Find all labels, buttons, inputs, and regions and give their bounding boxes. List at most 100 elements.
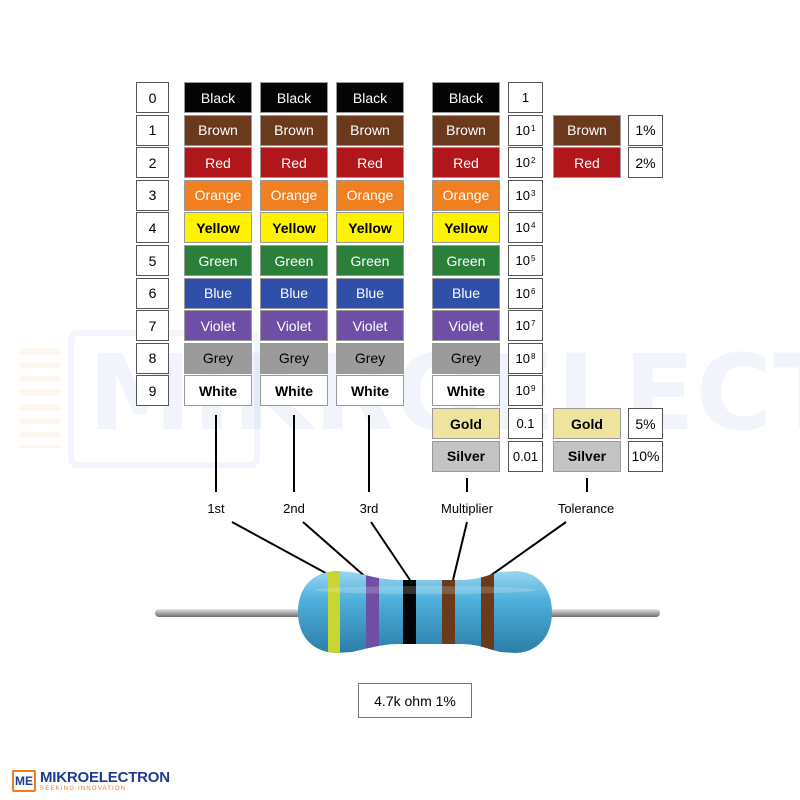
third-band-white: White [336, 375, 404, 407]
body-highlight [315, 586, 535, 594]
multiplier-band-silver: Silver [432, 440, 500, 472]
third-band-black: Black [336, 82, 404, 113]
logo-mark: ME [12, 770, 36, 792]
multiplier-band-violet: Violet [432, 310, 500, 342]
second-band-black: Black [260, 82, 328, 113]
label-2nd: 2nd [283, 501, 305, 516]
logo-tagline: SEEKING INNOVATION [40, 786, 127, 792]
resistor [155, 571, 660, 653]
multiplier-exponent: 7 [531, 319, 536, 329]
second-band-white: White [260, 375, 328, 407]
multiplier-band-brown: Brown [432, 114, 500, 146]
multiplier-exponent: 6 [531, 286, 536, 296]
second-band-orange: Orange [260, 179, 328, 211]
multiplier-band-black: Black [432, 82, 500, 113]
third-band-yellow: Yellow [336, 212, 404, 244]
multiplier-value: 0.1 [508, 408, 543, 439]
second-band-grey: Grey [260, 342, 328, 374]
multiplier-base: 10 [515, 318, 530, 334]
multiplier-base: 10 [515, 350, 530, 366]
logo-name: MIKROELECTRON [40, 769, 170, 786]
multiplier-base: 10 [515, 285, 530, 301]
first-band-blue: Blue [184, 277, 252, 309]
multiplier-color-band [442, 571, 455, 653]
multiplier-exponent: 9 [531, 384, 536, 394]
multiplier-band-blue: Blue [432, 277, 500, 309]
multiplier-exponent: 1 [531, 123, 536, 133]
multiplier-base: 0.01 [512, 448, 539, 464]
tolerance-band-silver: Silver [553, 440, 621, 472]
digit-cell: 1 [136, 114, 169, 146]
third-band-orange: Orange [336, 179, 404, 211]
right-lead [545, 609, 660, 617]
result-value-box: 4.7k ohm 1% [358, 683, 472, 718]
digit-cell: 8 [136, 342, 169, 374]
second-band-red: Red [260, 147, 328, 179]
second-band-green: Green [260, 245, 328, 276]
multiplier-band-green: Green [432, 245, 500, 276]
multiplier-base: 10 [515, 383, 530, 399]
digit-cell: 3 [136, 179, 169, 211]
multiplier-band-white: White [432, 375, 500, 407]
first-band-black: Black [184, 82, 252, 113]
multiplier-base: 1 [521, 90, 530, 105]
first-color-band [328, 571, 340, 653]
third-band-red: Red [336, 147, 404, 179]
third-band-green: Green [336, 245, 404, 276]
result-value: 4.7k ohm 1% [374, 692, 456, 709]
tolerance-value: 10% [628, 440, 663, 472]
tolerance-value: 2% [628, 147, 663, 179]
multiplier-base: 0.1 [516, 416, 535, 431]
tolerance-color-band [481, 571, 494, 653]
first-band-white: White [184, 375, 252, 407]
multiplier-value: 1 [508, 82, 543, 113]
tolerance-band-red: Red [553, 147, 621, 179]
first-band-yellow: Yellow [184, 212, 252, 244]
multiplier-band-gold: Gold [432, 408, 500, 439]
left-lead [155, 609, 305, 617]
third-band-grey: Grey [336, 342, 404, 374]
multiplier-exponent: 5 [531, 254, 536, 263]
first-band-grey: Grey [184, 342, 252, 374]
multiplier-base: 10 [515, 253, 530, 268]
digit-cell: 7 [136, 310, 169, 342]
digit-cell: 4 [136, 212, 169, 244]
multiplier-base: 10 [515, 155, 530, 171]
first-band-orange: Orange [184, 179, 252, 211]
second-band-brown: Brown [260, 114, 328, 146]
third-band-brown: Brown [336, 114, 404, 146]
digit-cell: 2 [136, 147, 169, 179]
multiplier-base: 10 [515, 187, 530, 203]
first-band-brown: Brown [184, 114, 252, 146]
third-band-blue: Blue [336, 277, 404, 309]
multiplier-band-red: Red [432, 147, 500, 179]
first-band-violet: Violet [184, 310, 252, 342]
multiplier-band-orange: Orange [432, 179, 500, 211]
multiplier-exponent: 8 [531, 351, 536, 361]
digit-cell: 5 [136, 245, 169, 276]
multiplier-base: 10 [515, 220, 530, 236]
third-band-violet: Violet [336, 310, 404, 342]
multiplier-exponent: 3 [531, 188, 536, 198]
second-band-blue: Blue [260, 277, 328, 309]
multiplier-base: 10 [515, 122, 530, 138]
tolerance-band-gold: Gold [553, 408, 621, 439]
first-band-green: Green [184, 245, 252, 276]
multiplier-band-grey: Grey [432, 342, 500, 374]
tolerance-band-brown: Brown [553, 114, 621, 146]
first-band-red: Red [184, 147, 252, 179]
label-3rd: 3rd [359, 501, 379, 516]
tolerance-value: 1% [628, 114, 663, 146]
digit-cell: 6 [136, 277, 169, 309]
second-band-yellow: Yellow [260, 212, 328, 244]
